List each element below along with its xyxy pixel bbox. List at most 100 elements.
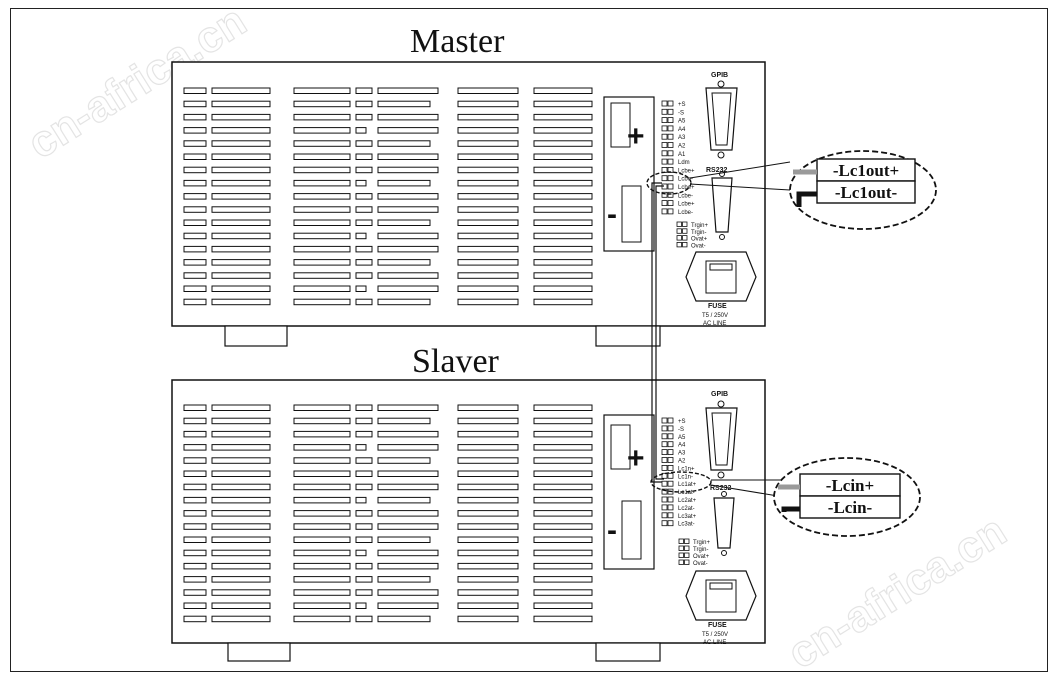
vent-slot <box>457 404 519 411</box>
vent-slot <box>355 417 373 425</box>
vent-slot <box>377 285 439 292</box>
vent-slot <box>293 523 351 530</box>
terminal-pin-label: +S <box>678 419 686 425</box>
slaver-gpib-connector <box>705 407 738 471</box>
vent-slot <box>211 179 271 187</box>
vent-slot <box>183 193 207 200</box>
trigger-pin <box>678 559 684 565</box>
vent-slot <box>211 404 271 411</box>
vent-slot <box>293 444 351 451</box>
terminal-pin <box>661 488 668 495</box>
terminal-pin-label: A5 <box>678 119 686 125</box>
vent-slot <box>377 496 431 504</box>
vent-slot <box>355 444 367 451</box>
vent-slot <box>183 404 207 411</box>
vent-slot <box>211 602 271 609</box>
vent-slot <box>377 523 439 530</box>
vent-slot <box>457 483 519 491</box>
terminal-pin-label: A2 <box>678 459 686 465</box>
vent-slot <box>183 140 207 147</box>
terminal-pin-label: -S <box>678 110 684 116</box>
master-minus-slot <box>621 185 642 243</box>
vent-slot <box>533 615 593 623</box>
vent-slot <box>533 496 593 504</box>
vent-slot <box>457 562 519 570</box>
vent-slot <box>183 549 207 557</box>
terminal-pin <box>661 457 668 463</box>
vent-slot <box>533 219 593 226</box>
terminal-pin <box>667 457 674 463</box>
vent-slot <box>377 298 431 306</box>
master-foot-left <box>224 325 288 347</box>
vent-slot <box>355 549 367 557</box>
vent-slot <box>355 153 373 160</box>
vent-slot <box>183 470 207 477</box>
vent-slot <box>183 232 207 240</box>
vent-slot <box>211 496 271 504</box>
vent-slot <box>533 523 593 530</box>
master-foot-right <box>595 325 661 347</box>
terminal-pin <box>667 433 674 440</box>
vent-slot <box>355 602 367 609</box>
slaver-callout-top-label: -Lcin+ <box>826 476 874 495</box>
master-callout-bottom-label: -Lc1out- <box>835 183 898 202</box>
vent-slot <box>457 179 519 187</box>
vent-slot <box>533 298 593 306</box>
vent-slot <box>377 404 439 411</box>
terminal-pin <box>661 117 668 123</box>
vent-slot <box>293 193 351 200</box>
vent-slot <box>183 457 207 464</box>
vent-slot <box>211 417 271 425</box>
trigger-pin-label: Trgin- <box>693 547 708 553</box>
terminal-pin-label: Lc1at- <box>678 490 695 496</box>
terminal-pin <box>667 480 674 487</box>
vent-slot <box>377 140 431 147</box>
trigger-pin-label: Ovat- <box>691 243 706 249</box>
vent-slot <box>293 87 351 94</box>
vent-slot <box>355 430 373 438</box>
vent-slot <box>533 140 593 147</box>
terminal-pin <box>667 504 674 511</box>
trigger-pin <box>676 241 682 248</box>
vent-slot <box>293 457 351 464</box>
vent-slot <box>211 430 271 438</box>
vent-slot <box>377 179 431 187</box>
vent-slot <box>355 206 373 213</box>
vent-slot <box>183 444 207 451</box>
master-fuse-rating: T5 / 250V <box>702 313 728 319</box>
vent-slot <box>211 470 271 477</box>
vent-slot <box>457 576 519 583</box>
terminal-pin <box>667 133 674 140</box>
vent-slot <box>293 589 351 596</box>
vent-slot <box>457 206 519 213</box>
vent-slot <box>457 232 519 240</box>
terminal-pin-label: A4 <box>678 443 686 449</box>
terminal-pin <box>661 504 668 511</box>
vent-slot <box>457 523 519 530</box>
vent-slot <box>183 166 207 174</box>
vent-slot <box>355 232 367 240</box>
slaver-title: Slaver <box>412 343 500 380</box>
trigger-pin <box>684 559 690 565</box>
vent-slot <box>293 576 351 583</box>
vent-slot <box>457 245 519 253</box>
terminal-pin <box>661 512 668 519</box>
terminal-pin-label: A3 <box>678 451 686 457</box>
vent-slot <box>533 404 593 411</box>
vent-slot <box>211 285 271 292</box>
terminal-pin <box>661 464 668 471</box>
vent-slot <box>377 576 431 583</box>
vent-slot <box>533 602 593 609</box>
terminal-pin <box>661 425 668 432</box>
vent-slot <box>293 259 351 266</box>
vent-slot <box>457 589 519 596</box>
vent-slot <box>533 259 593 266</box>
master-callout-top-label: -Lc1out+ <box>833 161 899 180</box>
terminal-pin <box>667 142 674 148</box>
trigger-pin-label: Trgin+ <box>691 223 708 229</box>
terminal-pin <box>661 150 668 157</box>
vent-slot <box>355 589 373 596</box>
vent-slot <box>533 562 593 570</box>
slaver-fuse-rating: T5 / 250V <box>702 632 728 638</box>
terminal-pin <box>661 472 668 479</box>
